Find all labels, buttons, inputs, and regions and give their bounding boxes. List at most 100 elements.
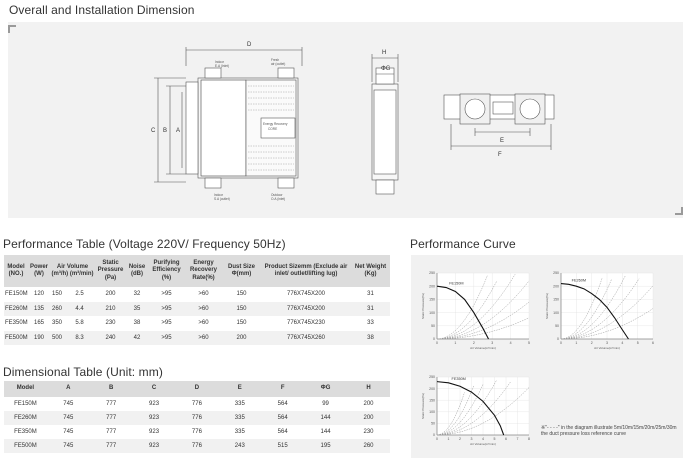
dim-letter-e: E: [500, 138, 504, 144]
cell: 564: [277, 429, 288, 435]
cell: 776: [175, 411, 219, 425]
col-header-h: H: [347, 381, 390, 397]
x-tick-label: 4: [510, 341, 512, 345]
y-tick-label: 100: [553, 311, 559, 315]
performance-table-header: Model (NO.) Power (W) Air Volume (m³/h) …: [4, 255, 391, 287]
duct-loss-curve: [436, 280, 530, 340]
y-tick-label: 250: [429, 271, 435, 275]
cell: 350: [51, 320, 62, 327]
col-header-noise: Noise (dB): [126, 255, 149, 287]
y-tick-label: 50: [431, 324, 435, 328]
title-dimensional-table: Dimensional Table (Unit: mm): [3, 365, 163, 379]
y-tick-label: 200: [429, 387, 435, 391]
cell: FE260M: [4, 301, 28, 316]
svg-text:Fresh: Fresh: [271, 58, 279, 62]
x-tick-label: 6: [652, 341, 654, 345]
performance-table: Model (NO.) Power (W) Air Volume (m³/h) …: [4, 255, 391, 345]
cell: 42: [126, 330, 149, 345]
cell: 99: [322, 401, 329, 407]
cell: 200: [222, 330, 262, 345]
svg-text:CORE: CORE: [268, 127, 277, 131]
cell: 776: [191, 401, 202, 407]
duct-loss-curve: [436, 274, 516, 340]
col-header-static-pressure: Static Pressure (Pa): [95, 255, 127, 287]
x-tick-label: 3: [491, 341, 493, 345]
y-tick-label: 0: [433, 433, 435, 437]
col-header-c: C: [132, 381, 176, 397]
cell: 923: [132, 439, 176, 453]
dim-letter-h: H: [382, 50, 386, 56]
cell: 777: [106, 401, 117, 407]
cell: 150: [222, 301, 262, 316]
svg-text:E.A (Inlet): E.A (Inlet): [215, 64, 229, 68]
cell: 776: [191, 429, 202, 435]
cell: 776: [175, 439, 219, 453]
cell: 200: [347, 411, 390, 425]
x-tick-label: 1: [448, 437, 450, 441]
y-axis-label: Static Pressure(Pa): [421, 393, 425, 419]
dim-letter-b: B: [163, 128, 167, 134]
col-header-energy-recovery: Energy Recovery Rate(%): [185, 255, 223, 287]
dim-letter-d: D: [247, 42, 252, 48]
x-tick-label: 0: [560, 341, 562, 345]
col-header-net-weight: Net Weight (Kg): [351, 255, 391, 287]
cell: >95: [161, 320, 172, 327]
cell: FE500M: [4, 330, 28, 345]
duct-loss-curve: [436, 385, 475, 436]
y-tick-label: 100: [429, 410, 435, 414]
x-tick-label: 1: [454, 341, 456, 345]
cell: 777: [89, 439, 133, 453]
cell: 135: [28, 301, 50, 316]
cell: >60: [198, 320, 209, 327]
y-tick-label: 150: [553, 298, 559, 302]
cell: 260: [50, 301, 64, 316]
svg-text:Indoor: Indoor: [214, 193, 224, 197]
y-tick-label: 0: [557, 337, 559, 341]
title-overall: Overall and Installation Dimension: [9, 3, 195, 17]
y-tick-label: 50: [431, 422, 435, 426]
cell: 200: [363, 401, 374, 407]
cell: FE350M: [14, 429, 37, 435]
cell: 776X745X260: [261, 330, 352, 345]
cell: 564: [261, 411, 305, 425]
y-axis-label: Static Pressure(Pa): [421, 293, 425, 319]
duct-loss-curve: [560, 275, 626, 340]
corner-bracket-bottom-right: [675, 207, 683, 215]
cell: 243: [218, 439, 262, 453]
x-tick-label: 0: [436, 341, 438, 345]
x-tick-label: 5: [637, 341, 639, 345]
duct-loss-curve: [560, 279, 612, 340]
curve-label: FE150M: [449, 282, 463, 286]
col-header-power: Power (W): [28, 255, 50, 287]
cell: 923: [149, 429, 160, 435]
x-tick-label: 2: [459, 437, 461, 441]
x-tick-label: 4: [482, 437, 484, 441]
cell: >60: [198, 291, 209, 298]
cell: 200: [105, 291, 116, 298]
cell: 5.8: [75, 320, 84, 327]
cell: 31: [367, 291, 374, 298]
y-axis-label: Static Pressure(Pa): [545, 293, 549, 319]
cell: 120: [33, 291, 44, 298]
cell: 923: [132, 411, 176, 425]
cell: FE500M: [4, 439, 47, 453]
cell: 240: [95, 330, 127, 345]
fan-curve-fe150m: [436, 285, 490, 340]
x-tick-label: 2: [591, 341, 593, 345]
curve-label: FE260M: [572, 278, 586, 282]
cell: 777: [89, 411, 133, 425]
col-header-model: Model (NO.): [4, 255, 28, 287]
col-header-d: D: [175, 381, 219, 397]
col-header-purifying-efficiency: Purifying Efficiency (%): [148, 255, 186, 287]
cell: 165: [33, 320, 44, 327]
svg-text:S.A (outlet): S.A (outlet): [214, 197, 230, 201]
x-tick-label: 5: [494, 437, 496, 441]
cell: 260: [347, 439, 390, 453]
y-tick-label: 200: [553, 284, 559, 288]
